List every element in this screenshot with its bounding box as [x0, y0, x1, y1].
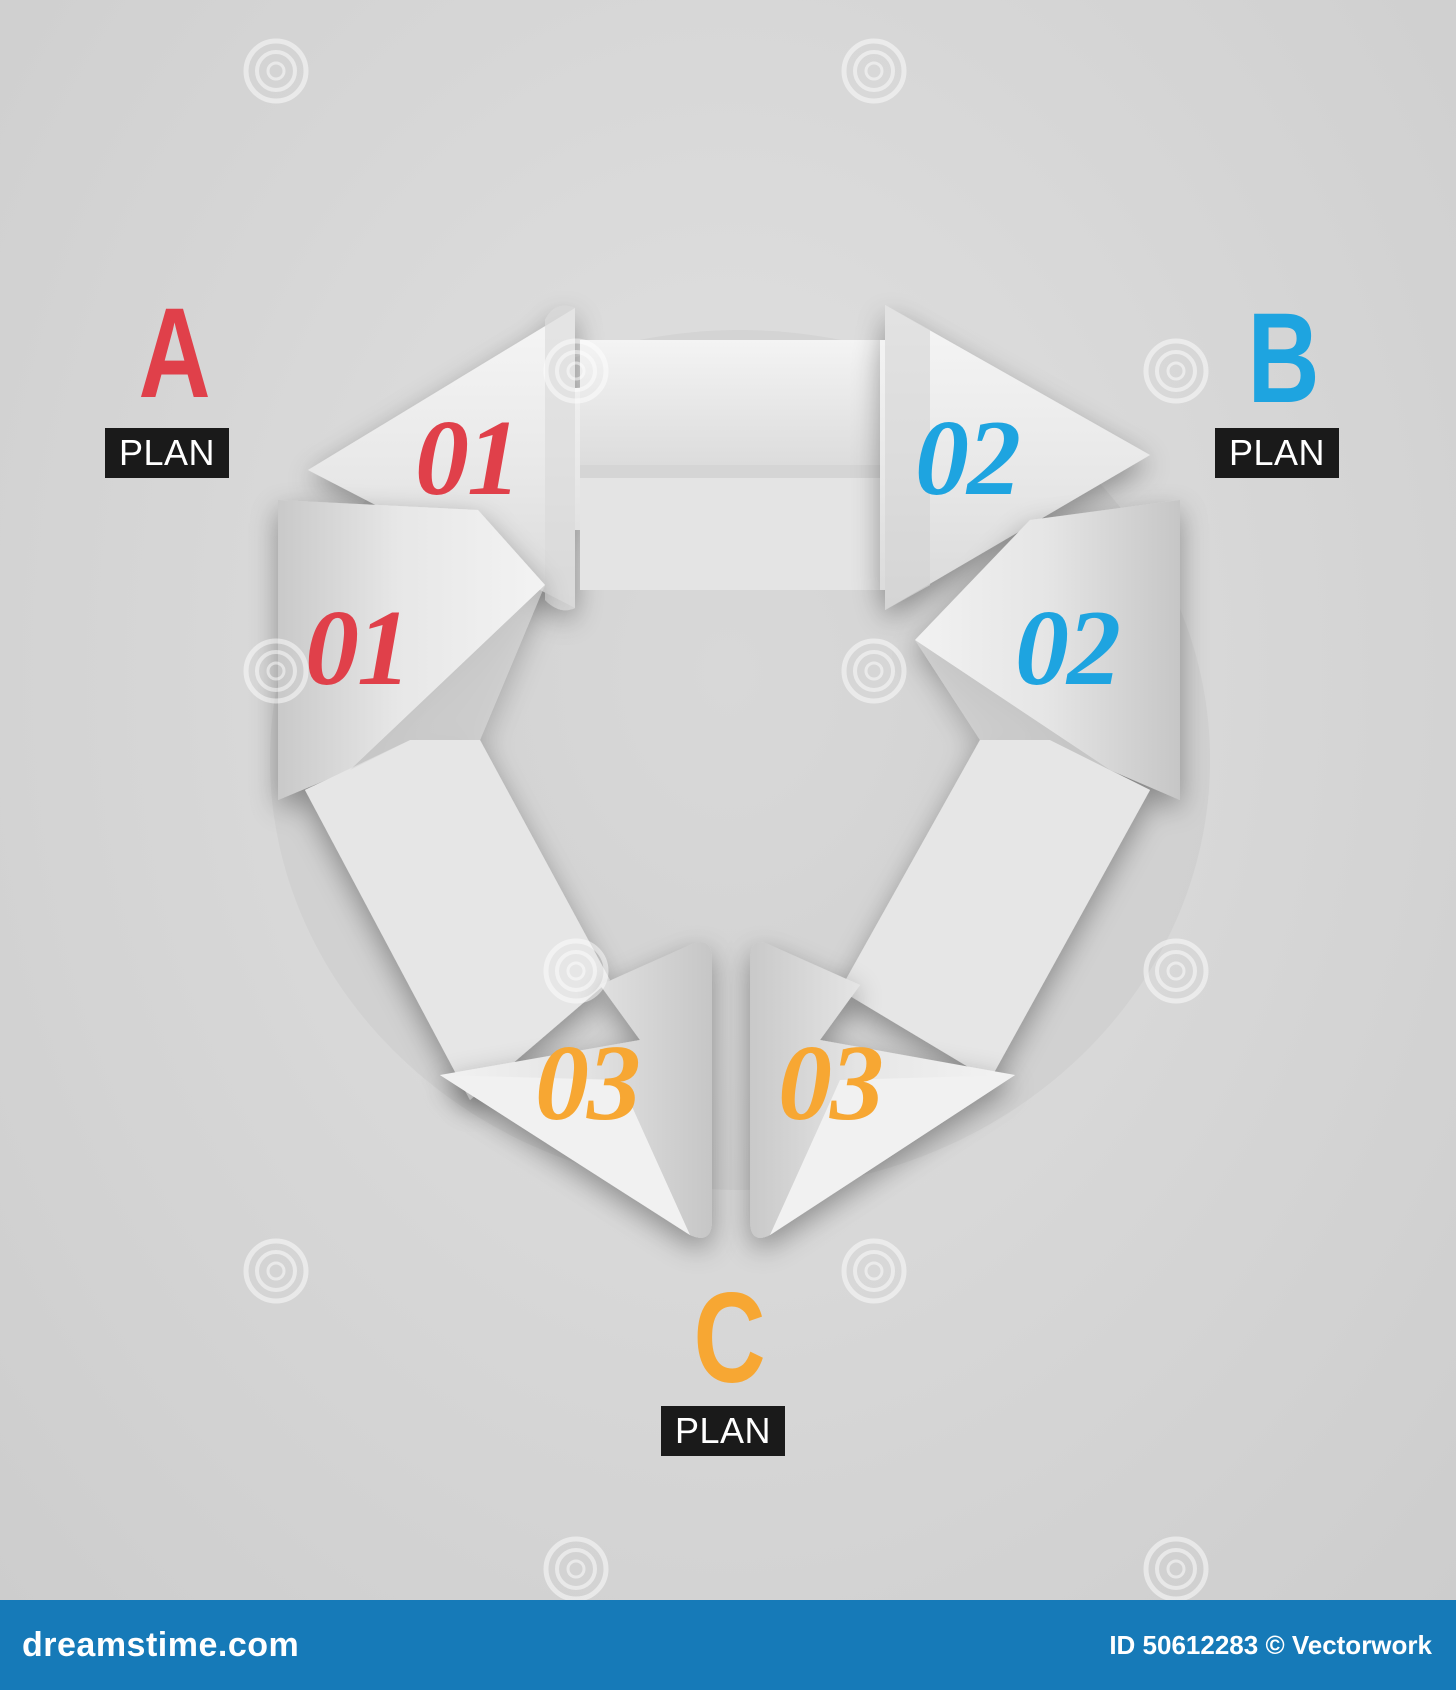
watermark-spiral-icon: [543, 1536, 609, 1602]
arrow-top-right: [880, 305, 1150, 610]
watermark-spiral-icon: [1143, 938, 1209, 1004]
watermark-spiral-icon: [1143, 338, 1209, 404]
arrow-top-left: [308, 305, 580, 611]
step-number-top-right: 02: [915, 399, 1021, 518]
watermark-spiral-icon: [841, 638, 907, 704]
label-a-plan-tag: PLAN: [105, 428, 230, 478]
arrow-right-up: [840, 500, 1180, 1080]
arrow-bottom-right: [750, 942, 1015, 1238]
watermark-spiral-icon: [243, 1238, 309, 1304]
step-number-right-up: 02: [1015, 589, 1121, 708]
watermark-spiral-icon: [243, 38, 309, 104]
arrow-top-band: [580, 340, 900, 590]
arrow-left-up: [278, 500, 610, 1100]
watermark-spiral-icon: [841, 1238, 907, 1304]
footer-credit: ID 50612283 © Vectorwork: [1109, 1630, 1432, 1660]
label-a-letter: A: [138, 282, 211, 425]
label-c-plan-tag: PLAN: [661, 1406, 786, 1456]
arrow-bottom-left: [440, 942, 712, 1238]
watermark-spiral-icon: [243, 638, 309, 704]
diagram-canvas: A PLAN B PLAN C PLAN 01 02 01 02 03 03: [0, 0, 1456, 1602]
cycle-arrows-diagram: [278, 305, 1180, 1238]
watermark-spiral-icon: [841, 38, 907, 104]
watermark-spiral-icon: [1143, 1536, 1209, 1602]
step-number-bottom-left: 03: [535, 1024, 641, 1143]
watermark-spiral-icon: [543, 338, 609, 404]
step-number-top-left: 01: [415, 399, 521, 518]
step-number-left-up: 01: [305, 589, 411, 708]
footer-site-name: dreamstime.com: [22, 1626, 300, 1664]
label-b-letter: B: [1247, 287, 1320, 430]
label-c-letter: C: [693, 1267, 766, 1410]
label-b-plan-tag: PLAN: [1215, 428, 1340, 478]
step-number-bottom-right: 03: [778, 1024, 884, 1143]
footer-bar: dreamstime.com ID 50612283 © Vectorwork: [0, 1600, 1456, 1690]
watermark-spiral-icon: [543, 938, 609, 1004]
